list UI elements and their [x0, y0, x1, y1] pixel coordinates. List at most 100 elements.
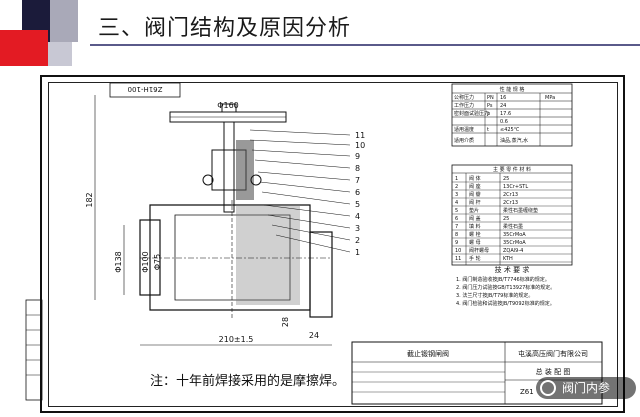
parts-cell: 垫片 — [469, 207, 479, 214]
parts-cell: 阀 瓣 — [469, 191, 481, 198]
callout-8: 8 — [355, 164, 360, 173]
drawing-type: 总 装 配 图 — [536, 367, 571, 376]
tech-req-line: 2. 阀门压力试验按GB/T13927标准的规定。 — [456, 284, 555, 291]
perf-cell: 17.6 — [500, 111, 511, 117]
perf-cell: 油品,蒸汽,水 — [500, 137, 528, 144]
perf-cell: 公称压力 — [454, 94, 474, 101]
parts-table — [451, 164, 573, 266]
dim-bore: Φ138 — [114, 251, 123, 273]
callout-7: 7 — [355, 176, 360, 185]
perf-cell: 16 — [500, 95, 506, 101]
parts-cell: 柔性石墨缠绕垫 — [503, 207, 538, 214]
parts-cell: 3 — [455, 192, 458, 198]
dim-small-a: 28 — [281, 317, 290, 327]
callout-4: 4 — [355, 212, 360, 221]
callout-leaders — [249, 129, 351, 253]
parts-cell: 阀 盖 — [469, 215, 481, 222]
callout-2: 2 — [355, 236, 360, 245]
parts-cell: 13Cr+STL — [503, 184, 528, 190]
dim-length: 210±1.5 — [219, 335, 254, 344]
dim-small-b: 24 — [309, 331, 319, 340]
title-underline — [90, 44, 640, 46]
right-flange — [309, 231, 333, 318]
parts-table-title: 主 要 零 件 材 料 — [493, 166, 531, 173]
drawing-number-box — [109, 82, 181, 98]
parts-cell: 阀 座 — [469, 183, 481, 190]
perf-cell: 工作压力 — [454, 102, 474, 109]
callout-3: 3 — [355, 224, 360, 233]
perf-cell: t — [487, 127, 489, 133]
parts-cell: 2Cr13 — [503, 192, 518, 198]
tech-req-title: 技 术 要 求 — [495, 265, 530, 274]
dim-top: Φ160 — [217, 101, 239, 110]
parts-cell: 35CrMoA — [503, 240, 526, 246]
company-name: 屯溪高压阀门有限公司 — [518, 349, 588, 358]
perf-cell: 适用温度 — [454, 126, 474, 133]
parts-cell: 4 — [455, 200, 458, 206]
callout-1: 1 — [355, 248, 360, 257]
callout-10: 10 — [355, 141, 365, 150]
parts-cell: 1 — [455, 176, 458, 182]
perf-cell: ≤425℃ — [500, 127, 520, 133]
parts-cell: 10 — [455, 248, 461, 254]
perf-cell: PN — [487, 95, 494, 101]
valve-stem — [202, 121, 262, 213]
parts-cell: 5 — [455, 208, 458, 214]
dim-bore2: Φ100 — [141, 251, 150, 273]
parts-cell: 6 — [455, 216, 458, 222]
parts-cell: 35CrMoA — [503, 232, 526, 238]
parts-cell: 9 — [455, 240, 458, 246]
parts-cell: 手 轮 — [469, 255, 481, 262]
parts-cell: ZQAl9-4 — [503, 248, 523, 254]
perf-cell: MPa — [545, 95, 555, 101]
slide-title: 三、阀门结构及原因分析 — [98, 16, 352, 41]
parts-cell: 2 — [455, 184, 458, 190]
parts-cell: 柔性石墨 — [503, 223, 523, 230]
perf-cell: 适用介质 — [454, 137, 474, 144]
parts-cell: KTH — [503, 256, 513, 262]
accent-block-grey2 — [48, 42, 72, 66]
drawing-frame — [48, 82, 618, 407]
perf-cell: 24 — [500, 103, 506, 109]
dim-bore3: Φ75 — [153, 254, 162, 270]
parts-cell: 7 — [455, 224, 458, 230]
callout-5: 5 — [355, 200, 360, 209]
parts-cell: 螺 母 — [469, 239, 481, 246]
accent-block-red — [0, 30, 48, 66]
parts-cell: 8 — [455, 232, 458, 238]
perf-cell: 0.6 — [500, 119, 508, 125]
callout-9: 9 — [355, 152, 360, 161]
accent-block-grey — [50, 0, 78, 42]
callout-11: 11 — [355, 131, 365, 140]
drawing-code: Z61 — [520, 388, 534, 396]
performance-table — [451, 83, 573, 147]
parts-cell: 填 料 — [469, 223, 481, 230]
parts-cell: 2Cr13 — [503, 200, 518, 206]
perf-cell: 密封面试验压力 — [454, 110, 489, 117]
product-name: 截止锻钢闸阀 — [407, 349, 449, 358]
parts-cell: 25 — [503, 216, 509, 222]
tech-req-line: 1. 阀门制造验收按JB/T7746标准的规定。 — [456, 276, 550, 283]
parts-cell: 阀 体 — [469, 175, 481, 182]
perf-table-title: 性 能 规 格 — [500, 86, 525, 93]
perf-cell: Ps — [487, 103, 493, 109]
side-label-column — [25, 299, 43, 401]
watermark-text: 阀门内参 — [562, 381, 611, 395]
parts-cell: 25 — [503, 176, 509, 182]
parts-cell: 11 — [455, 256, 461, 262]
valve-body — [140, 200, 330, 320]
callout-6: 6 — [355, 188, 360, 197]
parts-cell: 阀杆螺母 — [469, 247, 489, 254]
drawing-number: Z61H-100 — [128, 85, 163, 93]
slide-note: 注：十年前焊接采用的是摩擦焊。 — [150, 374, 346, 389]
left-flange — [139, 219, 161, 296]
parts-cell: 螺 栓 — [469, 231, 481, 238]
tech-req-line: 4. 阀门检验和试验按JB/T9092标准的规定。 — [456, 300, 555, 307]
parts-cell: 阀 杆 — [469, 199, 481, 206]
watermark: 阀门内参 — [536, 377, 636, 399]
dim-height: 182 — [85, 192, 94, 207]
chat-bubble-icon — [540, 380, 556, 396]
tech-req-line: 3. 法兰尺寸按JB/T79标准的规定。 — [456, 292, 533, 299]
